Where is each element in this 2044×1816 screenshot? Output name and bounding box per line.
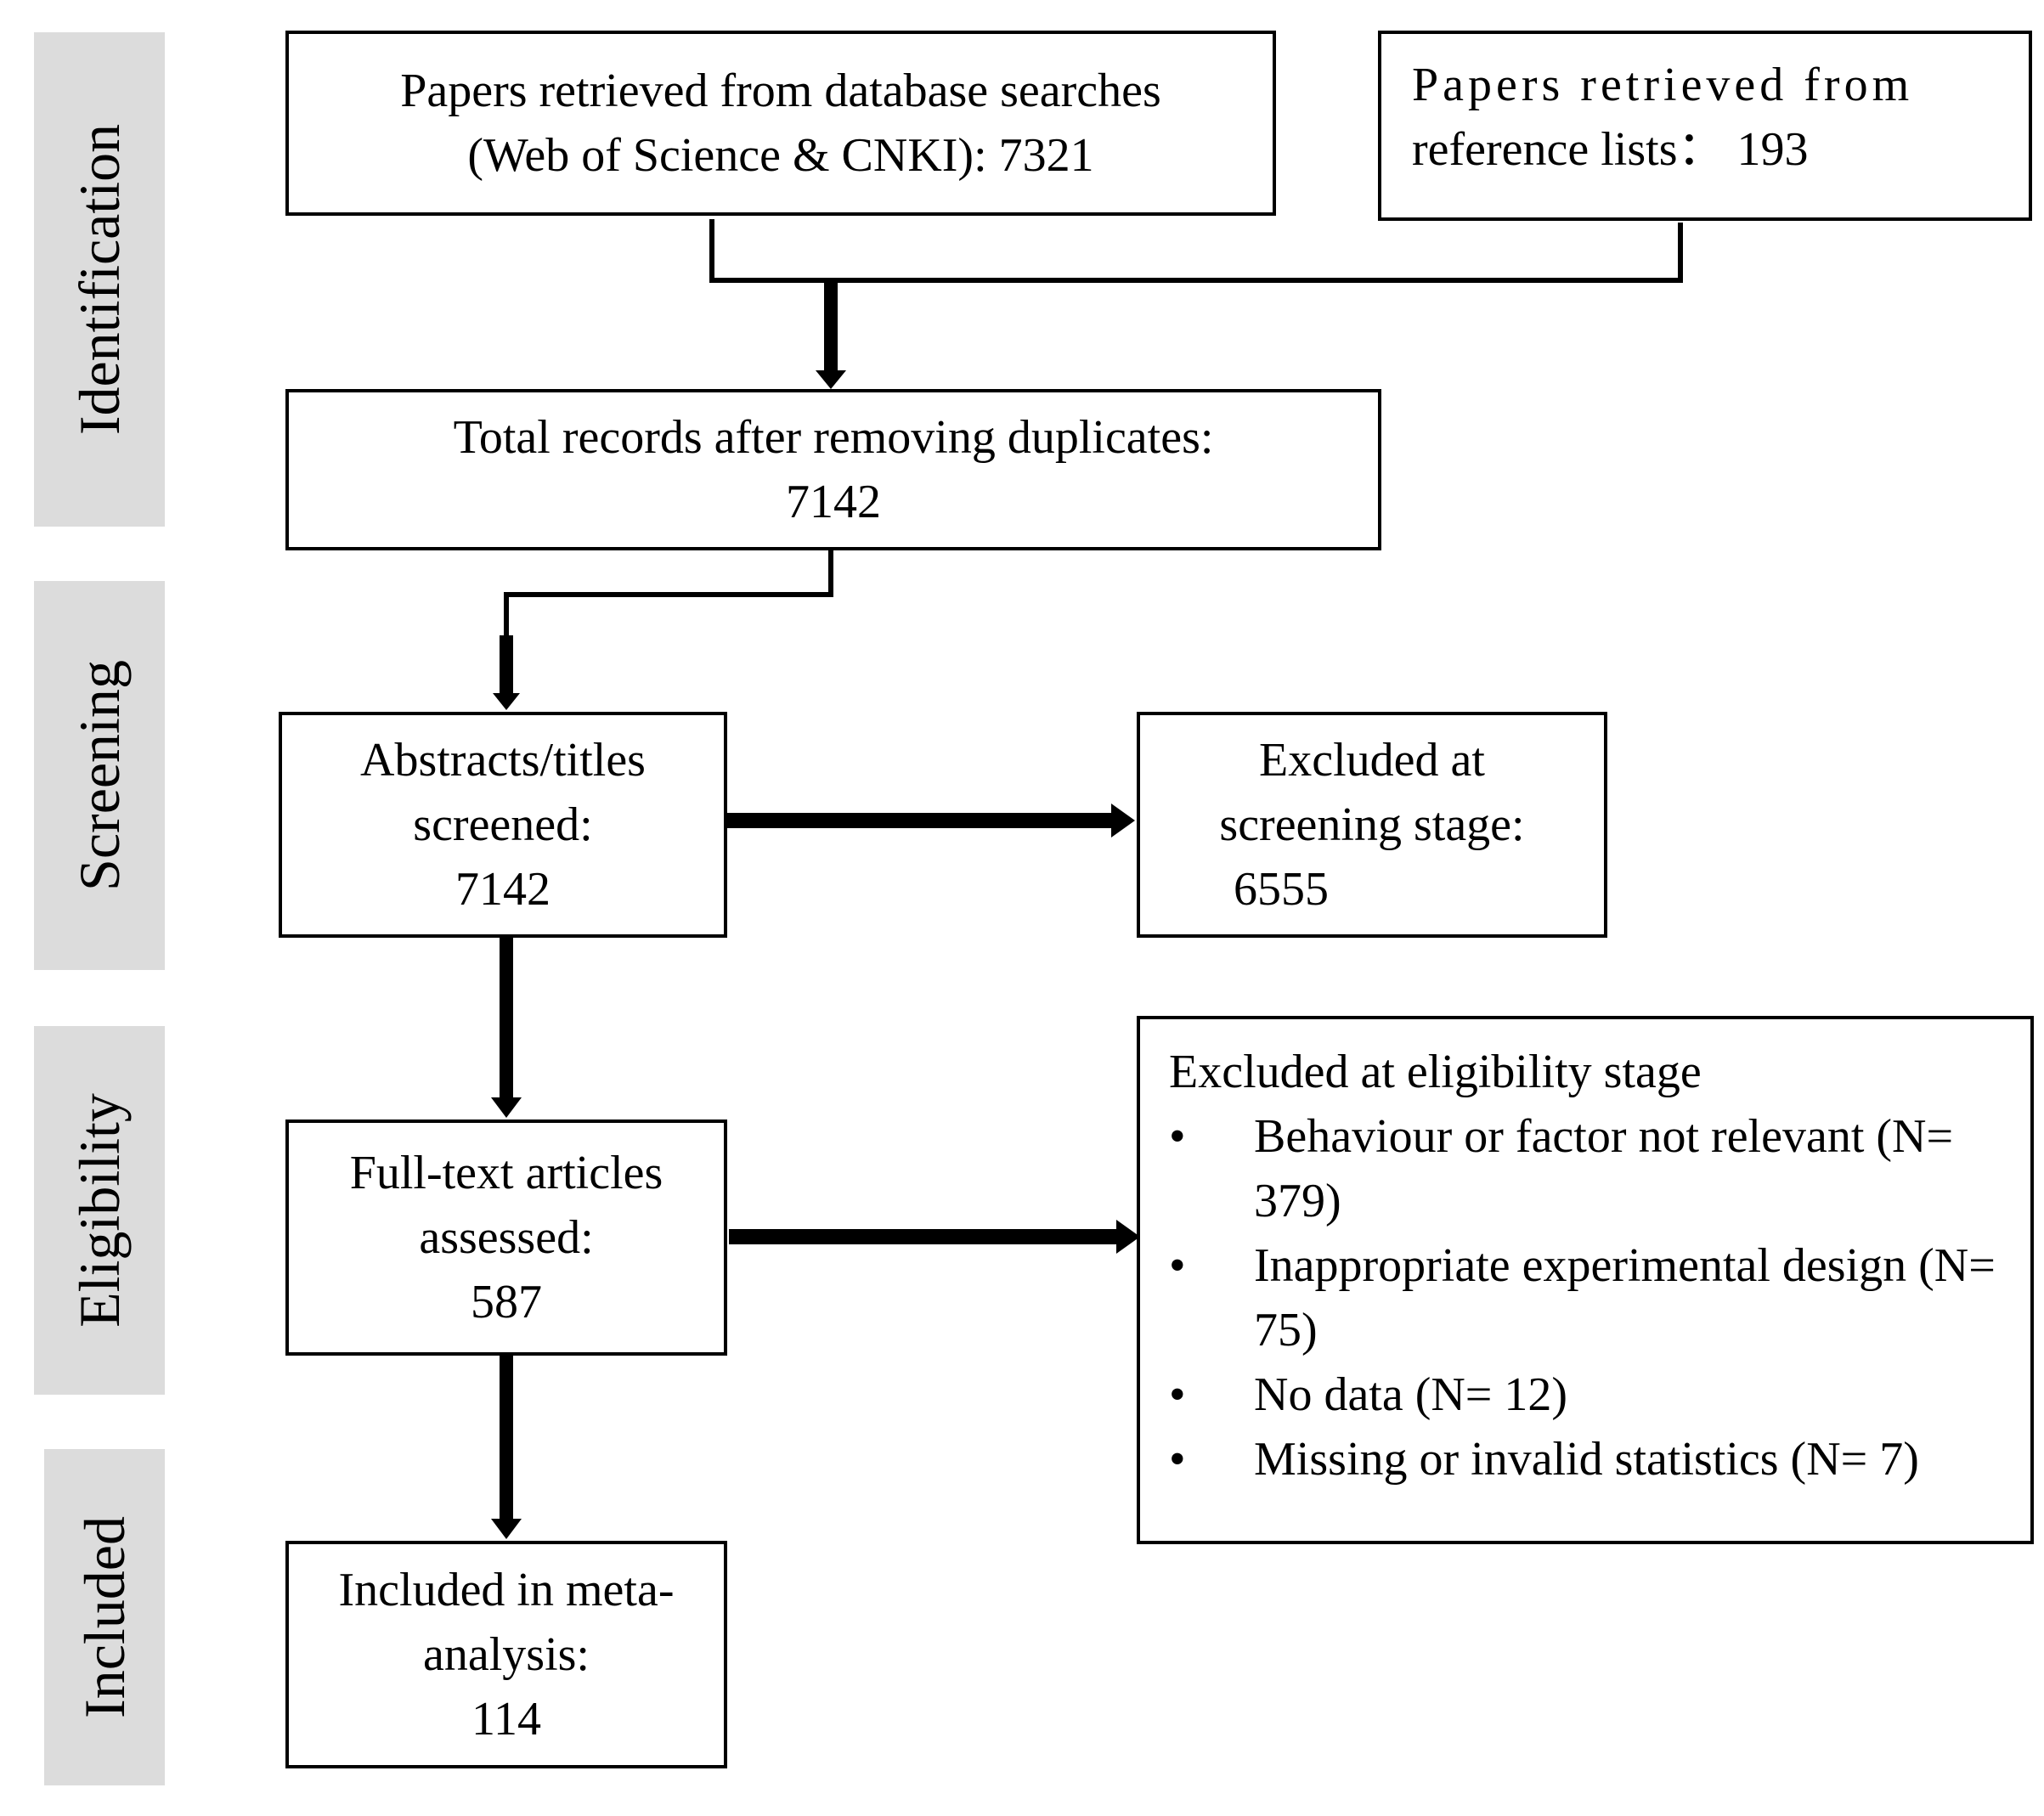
exclusion-reason-text: Inappropriate experimental design (N= 75…	[1254, 1239, 1996, 1356]
excluded-screening-count: 6555	[1234, 863, 1329, 916]
screened-box: Abstracts/titles screened: 7142	[279, 712, 727, 938]
bullet-icon: •	[1169, 1110, 1186, 1163]
excluded-screening-line2: screening stage:	[1219, 798, 1525, 851]
deduplicated-line1: Total records after removing duplicates:	[453, 411, 1214, 464]
exclusion-reason-text: Missing or invalid statistics (N= 7)	[1254, 1433, 1919, 1486]
bullet-icon: •	[1169, 1239, 1186, 1292]
bullet-icon: •	[1169, 1368, 1186, 1421]
exclusion-reason: • Behaviour or factor not relevant (N= 3…	[1169, 1104, 2013, 1233]
excluded-eligibility-heading: Excluded at eligibility stage	[1169, 1046, 1702, 1098]
reference-lists-line2: reference lists： 193	[1412, 123, 1809, 176]
bullet-icon: •	[1169, 1433, 1186, 1486]
stage-included: Included	[44, 1449, 165, 1785]
reference-lists-line1: Papers retrieved from	[1412, 59, 1914, 111]
deduplicated-count: 7142	[786, 476, 881, 528]
arrowhead-excluded-screening	[1111, 804, 1135, 838]
included-line2: analysis:	[423, 1628, 590, 1681]
fulltext-box: Full-text articles assessed: 587	[285, 1119, 727, 1356]
exclusion-reason-text: No data (N= 12)	[1254, 1368, 1568, 1421]
fulltext-line1: Full-text articles	[349, 1147, 663, 1199]
elbow-deduplicated-to-screened	[504, 550, 833, 637]
included-line1: Included in meta-	[338, 1564, 675, 1616]
exclusion-reason: • Missing or invalid statistics (N= 7)	[1169, 1427, 2013, 1492]
included-box: Included in meta- analysis: 114	[285, 1541, 727, 1768]
arrowhead-included	[491, 1519, 522, 1539]
deduplicated-box: Total records after removing duplicates:…	[285, 389, 1381, 550]
arrowhead-screened	[493, 693, 520, 710]
database-search-line1: Papers retrieved from database searches	[400, 65, 1161, 117]
arrowhead-excluded-eligibility	[1116, 1220, 1140, 1254]
excluded-eligibility-box: Excluded at eligibility stage • Behaviou…	[1137, 1016, 2034, 1544]
exclusion-reason: • No data (N= 12)	[1169, 1362, 2013, 1427]
arrowhead-fulltext	[491, 1097, 522, 1118]
excluded-screening-box: Excluded at screening stage: 6555	[1137, 712, 1607, 938]
database-search-box: Papers retrieved from database searches …	[285, 31, 1276, 216]
database-search-line2: (Web of Science & CNKI): 7321	[467, 129, 1094, 182]
exclusion-reason-text: Behaviour or factor not relevant (N= 379…	[1254, 1110, 1954, 1227]
arrowhead-deduplicated	[816, 370, 846, 389]
stage-screening: Screening	[34, 581, 165, 970]
stage-identification: Identification	[34, 32, 165, 527]
fulltext-count: 587	[471, 1276, 542, 1328]
screened-count: 7142	[455, 863, 551, 916]
excluded-screening-line1: Excluded at	[1259, 734, 1485, 787]
screened-line1: Abstracts/titles	[360, 734, 646, 787]
reference-lists-box: Papers retrieved from reference lists： 1…	[1378, 31, 2032, 221]
screened-line2: screened:	[413, 798, 593, 851]
fulltext-line2: assessed:	[419, 1211, 594, 1264]
included-count: 114	[471, 1693, 541, 1746]
exclusion-reasons-list: • Behaviour or factor not relevant (N= 3…	[1169, 1104, 2013, 1492]
stage-eligibility: Eligibility	[34, 1026, 165, 1395]
exclusion-reason: • Inappropriate experimental design (N= …	[1169, 1233, 2013, 1362]
merge-connector	[709, 219, 1683, 283]
